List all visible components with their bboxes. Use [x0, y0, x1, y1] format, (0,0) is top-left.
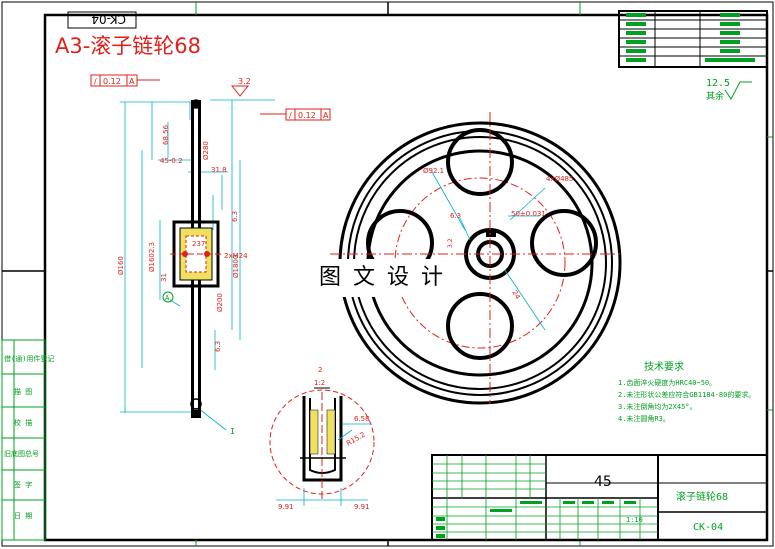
dim-d16: 6.3	[450, 212, 461, 220]
side-view: A I	[120, 99, 275, 436]
dim-d7: 6.3	[214, 341, 222, 352]
left-label-5: 日 期	[14, 512, 32, 520]
sheet-title: A3-滚子链轮68	[55, 34, 201, 58]
dim-d4: 31.8	[211, 166, 227, 174]
surface-top-value: 3.2	[238, 77, 251, 86]
dim-d1: 68.56	[162, 124, 170, 145]
tech-req-item-3: 4.未注圆角R3。	[618, 414, 670, 423]
tolerance-frame-left: / 0.12 A	[90, 74, 160, 87]
dim-d13: Ø92.1	[423, 167, 444, 175]
dim-d14: 4xØ485	[546, 175, 573, 183]
datum-a: A	[165, 294, 170, 302]
dim-d3: 45-0.2	[160, 157, 183, 165]
left-label-2: 校 描	[14, 418, 32, 427]
tol-mid-symbol: /	[289, 111, 292, 120]
dim-d19: 9.91	[278, 503, 294, 511]
tech-req-item-2: 3.未注倒角均为2X45°。	[618, 402, 697, 411]
title-scale: 1:10	[626, 516, 643, 524]
roughness-mark	[724, 81, 752, 100]
front-view	[330, 112, 622, 405]
tol-mid-datum: A	[323, 111, 329, 120]
watermark-title: 图文设计	[313, 259, 463, 297]
roughness-value: 12.5	[706, 78, 730, 89]
left-label-0: 借(通)用件登记	[4, 354, 54, 363]
tech-req-item-1: 2.未注形状公差应符合GB1184-80的要求。	[618, 390, 755, 399]
left-label-3: 旧底图总号	[4, 449, 39, 458]
dim-d9: Ø160	[117, 256, 125, 275]
dim-d5: 6.3	[231, 211, 239, 222]
tol-left-symbol: /	[94, 77, 97, 86]
dim-d25: 24	[510, 289, 522, 301]
dim-d15: 50±0.031	[511, 210, 546, 218]
tol-left-datum: A	[129, 77, 135, 86]
tech-req-title: 技术要求	[644, 360, 684, 373]
drawing-code-text: CK-04	[91, 12, 126, 26]
title-block	[431, 454, 768, 541]
dim-d27: 3.2	[447, 238, 454, 248]
surface-mark-top: 3.2	[230, 77, 251, 97]
dim-d26: 237	[192, 240, 205, 248]
tech-req-item-0: 1.齿面淬火硬度为HRC40~50。	[618, 378, 716, 387]
title-block-small-labels	[436, 501, 636, 538]
left-label-4: 签 字	[14, 480, 32, 489]
detail-scale: 1:2	[314, 379, 325, 387]
tol-mid-value: 0.12	[298, 111, 316, 120]
title-part-name: 滚子链轮68	[676, 490, 728, 503]
revision-table-fill	[626, 13, 755, 62]
left-label-1: 描 图	[14, 387, 32, 396]
view-i-label: I	[230, 427, 235, 436]
inner-frame	[43, 13, 769, 542]
dim-d18: 6.58	[354, 415, 370, 423]
dim-d12: Ø200	[216, 293, 224, 312]
drawing-code-box	[67, 11, 137, 29]
dim-d2: Ø280	[202, 141, 210, 160]
revision-table	[618, 10, 768, 68]
tolerance-frame-mid: / 0.12 A	[260, 108, 331, 121]
dim-d6: 2xM24	[224, 252, 248, 260]
dim-d8: 31	[160, 273, 168, 282]
detail-view	[269, 387, 375, 506]
dim-d10: Ø1602.3	[148, 242, 156, 272]
dim-d20: 9.91	[354, 503, 370, 511]
title-number: 45	[594, 474, 612, 490]
dim-d11: Ø1800	[232, 255, 240, 278]
title-drawing-no: CK-04	[693, 522, 723, 533]
left-column-table	[1, 339, 46, 541]
tol-left-value: 0.12	[103, 77, 121, 86]
detail-label-num: 2	[318, 366, 322, 374]
roughness-symbol: 其余	[706, 90, 724, 102]
